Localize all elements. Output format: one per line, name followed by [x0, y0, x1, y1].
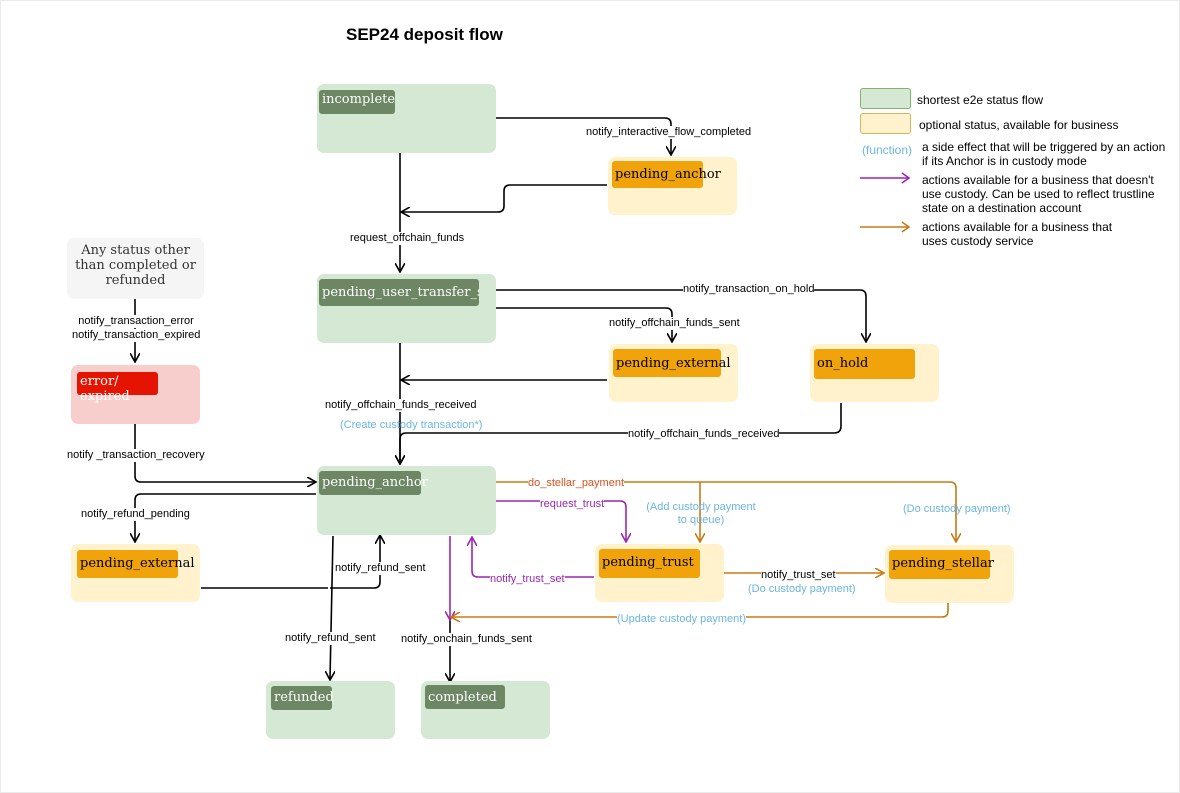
legend-text-purple: actions available for a business that do…: [922, 173, 1155, 215]
status-tag-pending-anchor-main: pending_anchor: [319, 471, 428, 495]
label-notify-offchain-funds-sent: notify_offchain_funds_sent: [609, 317, 740, 330]
label-notify-onchain-funds-sent: notify_onchain_funds_sent: [401, 633, 532, 646]
status-tag-pending-anchor: pending_anchor: [612, 161, 721, 188]
status-tag-pending-external-left: pending_external: [77, 550, 195, 578]
legend-purple-arrow: [860, 172, 911, 184]
edge-on-hold-to-pending-anchor: [400, 403, 842, 463]
label-notify-transaction-recovery: notify _transaction_recovery: [67, 449, 205, 462]
label-do-custody-payment: (Do custody payment): [903, 503, 1011, 515]
label-request-offchain-funds: request_offchain_funds: [350, 232, 465, 245]
label-notify-refund-pending: notify_refund_pending: [81, 508, 190, 521]
edge-refund-sent-up: [330, 536, 380, 589]
legend-text-orange: actions available for a business that us…: [922, 220, 1113, 248]
status-tag-completed: completed: [425, 685, 505, 709]
status-tag-error-expired: error/ expired: [77, 372, 158, 404]
label-add-custody-payment: (Add custody payment to queue): [646, 501, 756, 526]
any-status-text: Any status other than completed or refun…: [75, 243, 196, 288]
label-create-custody-transaction: (Create custody transaction*): [340, 419, 483, 431]
node-pending-trust: pending_trust: [595, 544, 724, 602]
node-any-status: Any status other than completed or refun…: [67, 238, 204, 299]
label-notify-transaction-error: notify_transaction_error: [76, 315, 196, 328]
legend-orange-arrow: [860, 221, 911, 233]
node-pending-external-mid: pending_external: [609, 344, 738, 402]
label-notify-interactive-flow-completed: notify_interactive_flow_completed: [586, 126, 752, 139]
status-tag-on-hold: on_hold: [814, 349, 915, 379]
status-tag-pending-stellar: pending_stellar: [889, 550, 994, 579]
node-on-hold: on_hold: [810, 344, 939, 402]
edge-put-to-pending-external: [496, 307, 672, 341]
edge-do-stellar-payment: [496, 481, 956, 541]
legend-swatch-green: [860, 88, 911, 109]
legend-text-function: a side effect that will be triggered by …: [922, 140, 1166, 168]
node-pending-anchor-main: pending_anchor: [317, 466, 496, 535]
status-tag-pending-user-transfer-start: pending_user_transfer_start: [319, 279, 479, 306]
label-notify-trust-set-right: notify_trust_set: [761, 569, 836, 582]
legend-function-sample: (function): [862, 143, 913, 157]
label-notify-transaction-expired: notify_transaction_expired: [72, 329, 201, 342]
node-pending-stellar: pending_stellar: [885, 545, 1014, 603]
label-notify-refund-sent-a: notify_refund_sent: [335, 562, 426, 575]
label-notify-offchain-funds-received-left: notify_offchain_funds_received: [325, 399, 477, 412]
edge-pending-anchor-back: [402, 184, 607, 212]
legend-text-yellow: optional status, available for business: [919, 118, 1119, 132]
label-do-custody-payment-2: (Do custody payment): [748, 583, 856, 595]
edge-error-to-pending-anchor: [134, 424, 315, 482]
label-notify-transaction-on-hold: notify_transaction_on_hold: [683, 283, 815, 296]
edge-incomplete-to-pending-anchor: [496, 117, 671, 154]
edge-pending-anchor-to-refunded: [330, 535, 333, 679]
label-notify-trust-set-left: notify_trust_set: [490, 573, 565, 586]
edge-notify-trust-set-back: [472, 538, 594, 578]
status-tag-refunded: refunded: [271, 686, 334, 710]
node-pending-user-transfer-start: pending_user_transfer_start: [317, 274, 496, 343]
legend-function-word: function: [866, 143, 909, 157]
edge-put-to-on-hold: [496, 289, 866, 341]
edge-pending-anchor-to-pending-external-left: [135, 493, 316, 541]
label-notify-offchain-funds-received-right: notify_offchain_funds_received: [628, 428, 780, 441]
node-pending-anchor-top: pending_anchor: [608, 157, 737, 215]
node-error-expired: error/ expired: [71, 365, 200, 424]
label-notify-refund-sent-b: notify_refund_sent: [285, 632, 376, 645]
edge-update-custody-payment: [452, 603, 949, 617]
status-tag-incomplete: incomplete: [319, 90, 395, 114]
status-tag-pending-external: pending_external: [613, 349, 731, 377]
legend-swatch-yellow: [860, 113, 911, 134]
legend-text-green: shortest e2e status flow: [917, 93, 1044, 107]
node-refunded: refunded: [266, 681, 395, 739]
node-pending-external-left: pending_external: [71, 544, 200, 602]
label-update-custody-payment: (Update custody payment): [617, 613, 747, 626]
label-do-stellar-payment: do_stellar_payment: [528, 477, 625, 490]
node-completed: completed: [421, 681, 550, 739]
edge-request-trust: [496, 500, 626, 541]
label-request-trust: request_trust: [540, 498, 605, 511]
status-tag-pending-trust: pending_trust: [599, 549, 700, 578]
diagram-title: SEP24 deposit flow: [346, 25, 503, 44]
node-incomplete: incomplete: [317, 84, 496, 153]
